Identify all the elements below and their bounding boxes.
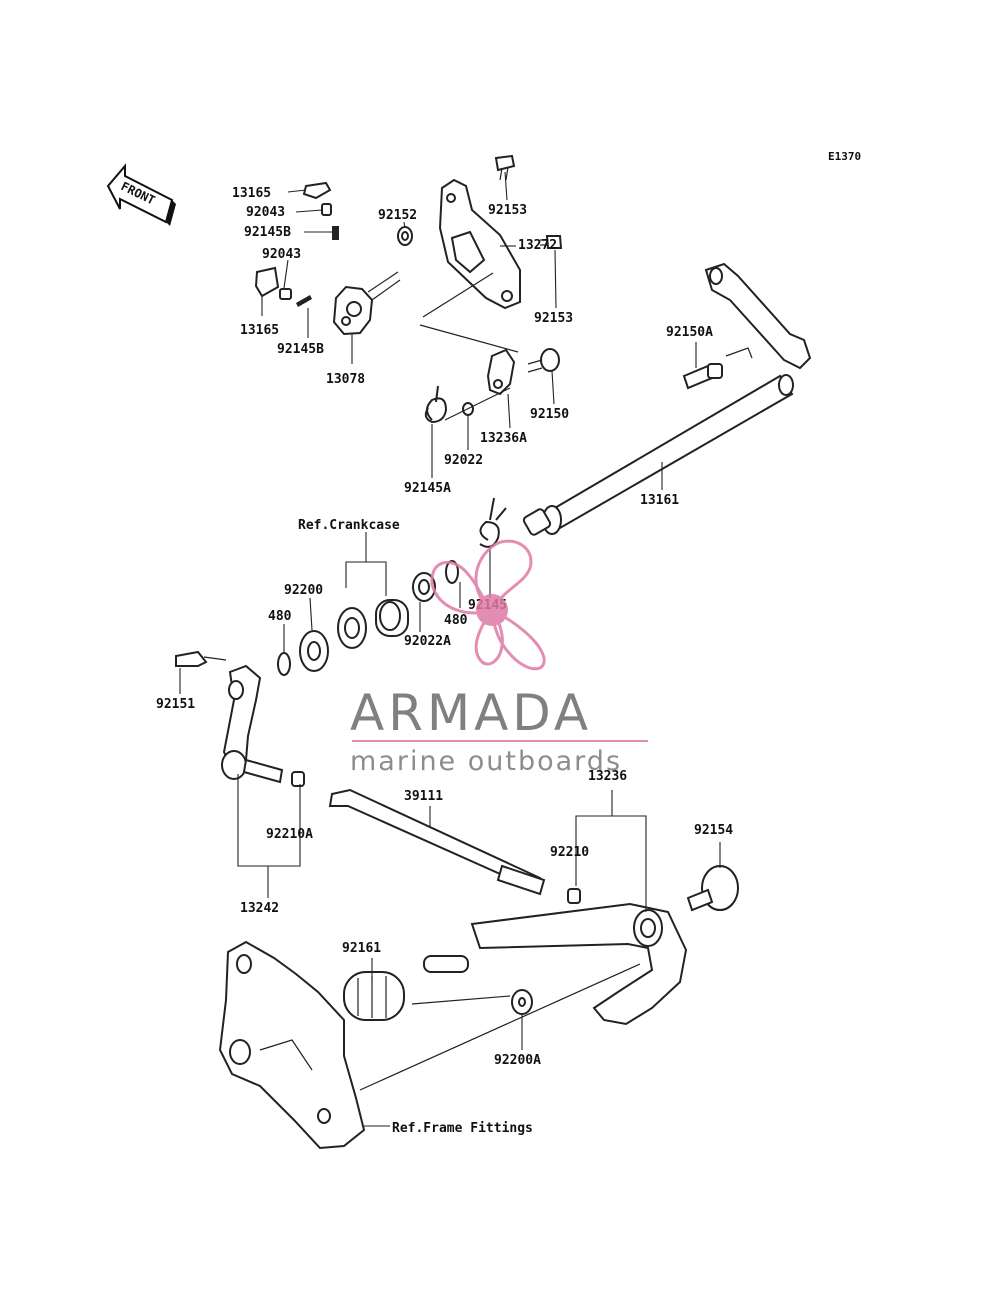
label-92150: 92150 (530, 407, 569, 422)
label-92153-top: 92153 (488, 203, 527, 218)
label-92161: 92161 (342, 941, 381, 956)
pedal-assembly (218, 865, 739, 1150)
propeller-icon (430, 539, 546, 671)
seal-row (277, 560, 459, 676)
label-13242: 13242 (240, 901, 279, 916)
label-13236: 13236 (588, 769, 627, 784)
label-92152: 92152 (378, 208, 417, 223)
upper-assembly (254, 154, 563, 424)
label-92145a: 92145A (404, 481, 451, 496)
label-92153-mid: 92153 (534, 311, 573, 326)
label-39111: 39111 (404, 789, 443, 804)
front-arrow: FRONT (106, 163, 176, 226)
label-480-right: 480 (444, 613, 468, 628)
label-92043-lower: 92043 (262, 247, 301, 262)
label-92200: 92200 (284, 583, 323, 598)
label-13165-upper: 13165 (232, 186, 271, 201)
label-92022: 92022 (444, 453, 483, 468)
label-ref-crankcase: Ref.Crankcase (298, 518, 400, 533)
label-13165-lower: 13165 (240, 323, 279, 338)
watermark-logo: ARMADA marine outboards (350, 539, 648, 777)
watermark-brand: ARMADA (350, 684, 592, 742)
label-ref-frame-fittings: Ref.Frame Fittings (392, 1121, 533, 1136)
label-480-left: 480 (268, 609, 292, 624)
leader-lines (179, 171, 721, 1127)
shift-shaft (479, 262, 812, 548)
diagram-code: E1370 (828, 150, 861, 163)
label-13236a: 13236A (480, 431, 527, 446)
label-92022a: 92022A (404, 634, 451, 649)
label-92150a: 92150A (666, 325, 713, 340)
watermark-tagline: marine outboards (350, 746, 622, 777)
label-92200a: 92200A (494, 1053, 541, 1068)
label-13161: 13161 (640, 493, 679, 508)
label-92210a: 92210A (266, 827, 313, 842)
label-92151: 92151 (156, 697, 195, 712)
part-labels: 13165 92043 92145B 92043 13165 92145B 13… (156, 186, 733, 1136)
label-92210: 92210 (550, 845, 589, 860)
label-13272: 13272 (518, 238, 557, 253)
shift-arm (175, 650, 581, 904)
label-13078: 13078 (326, 372, 365, 387)
label-92145b-lower: 92145B (277, 342, 324, 357)
label-92145b-upper: 92145B (244, 225, 291, 240)
label-92043-upper: 92043 (246, 205, 285, 220)
label-92154: 92154 (694, 823, 733, 838)
